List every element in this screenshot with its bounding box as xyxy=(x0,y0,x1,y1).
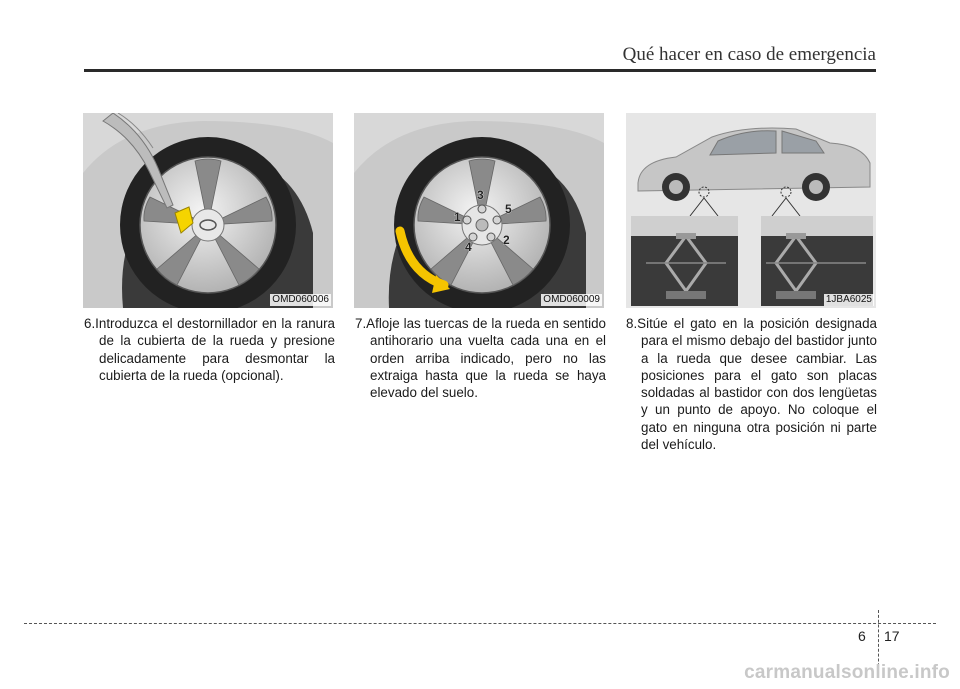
figure-code: OMD060009 xyxy=(541,294,602,306)
figure-lug-nuts: 1 2 3 4 5 OMD060009 xyxy=(354,113,604,308)
step-7-text: 7.Afloje las tuercas de la rueda en sent… xyxy=(355,316,606,401)
figure-code: 1JBA6025 xyxy=(823,294,874,306)
figure-code: OMD060006 xyxy=(270,294,331,306)
chapter-number: 6 xyxy=(858,628,866,644)
jack-positions-illustration xyxy=(626,113,876,308)
nut-number-5: 5 xyxy=(505,202,512,216)
nut-number-4: 4 xyxy=(465,240,472,254)
footer-divider xyxy=(24,623,936,624)
jack-detail-right xyxy=(761,216,873,306)
footer-separator xyxy=(878,610,879,676)
header-divider xyxy=(84,69,876,72)
page-number: 17 xyxy=(884,628,900,644)
nut-number-1: 1 xyxy=(454,210,461,224)
section-title: Qué hacer en caso de emergencia xyxy=(622,44,876,65)
step-6-text: 6.Introduzca el destornillador en la ran… xyxy=(84,316,335,383)
figure-jack-positions: 1JBA6025 xyxy=(626,113,876,308)
step-8-text: 8.Sitúe el gato en la posición designada… xyxy=(626,316,877,453)
watermark: carmanualsonline.info xyxy=(744,662,950,683)
nut-number-2: 2 xyxy=(503,233,510,247)
jack-detail-left xyxy=(631,216,738,306)
nut-number-3: 3 xyxy=(477,188,484,202)
figure-wheel-cover: OMD060006 xyxy=(83,113,333,308)
lug-nuts-illustration: 1 2 3 4 5 xyxy=(354,113,604,308)
wheel-cover-illustration xyxy=(83,113,333,308)
car-side-view xyxy=(637,127,871,201)
